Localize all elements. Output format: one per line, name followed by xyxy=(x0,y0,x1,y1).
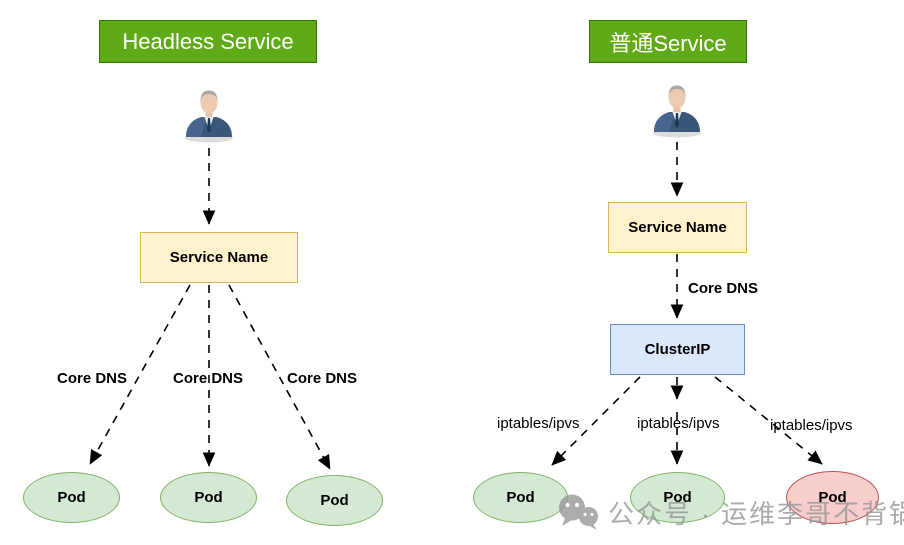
arrow-servicename-to-pod3-left xyxy=(228,284,331,470)
normal-service-title: 普通Service xyxy=(589,20,747,63)
pod-left-2: Pod xyxy=(160,472,257,523)
pod-left-3: Pod xyxy=(286,475,383,526)
iptables-ipvs-label-2: iptables/ipvs xyxy=(637,415,720,432)
watermark: 公众号 · 运维李哥不背锅 xyxy=(556,493,904,531)
iptables-ipvs-label-3: iptables/ipvs xyxy=(770,417,853,434)
wechat-icon xyxy=(559,494,598,530)
core-dns-label-left-1: Core DNS xyxy=(57,370,128,387)
clusterip-box: ClusterIP xyxy=(610,324,745,375)
watermark-text: 公众号 · 运维李哥不背锅 xyxy=(608,498,904,529)
user-icon xyxy=(185,90,233,143)
service-name-box-left: Service Name xyxy=(140,232,298,283)
core-dns-label-left-3: Core DNS xyxy=(287,370,358,387)
core-dns-label-right: Core DNS xyxy=(688,280,759,297)
service-name-box-right: Service Name xyxy=(608,202,747,253)
iptables-ipvs-label-1: iptables/ipvs xyxy=(497,415,580,432)
pod-right-2: Pod xyxy=(630,472,725,523)
arrow-clusterip-to-pod3-right xyxy=(714,376,823,465)
pod-right-3: Pod xyxy=(786,471,879,524)
headless-service-title: Headless Service xyxy=(99,20,317,63)
pod-right-1: Pod xyxy=(473,472,568,523)
user-icon xyxy=(653,85,701,138)
arrow-servicename-to-pod1-left xyxy=(89,284,191,465)
arrow-clusterip-to-pod1-right xyxy=(551,376,641,466)
pod-left-1: Pod xyxy=(23,472,120,523)
core-dns-label-left-2: Core DNS xyxy=(173,370,244,387)
